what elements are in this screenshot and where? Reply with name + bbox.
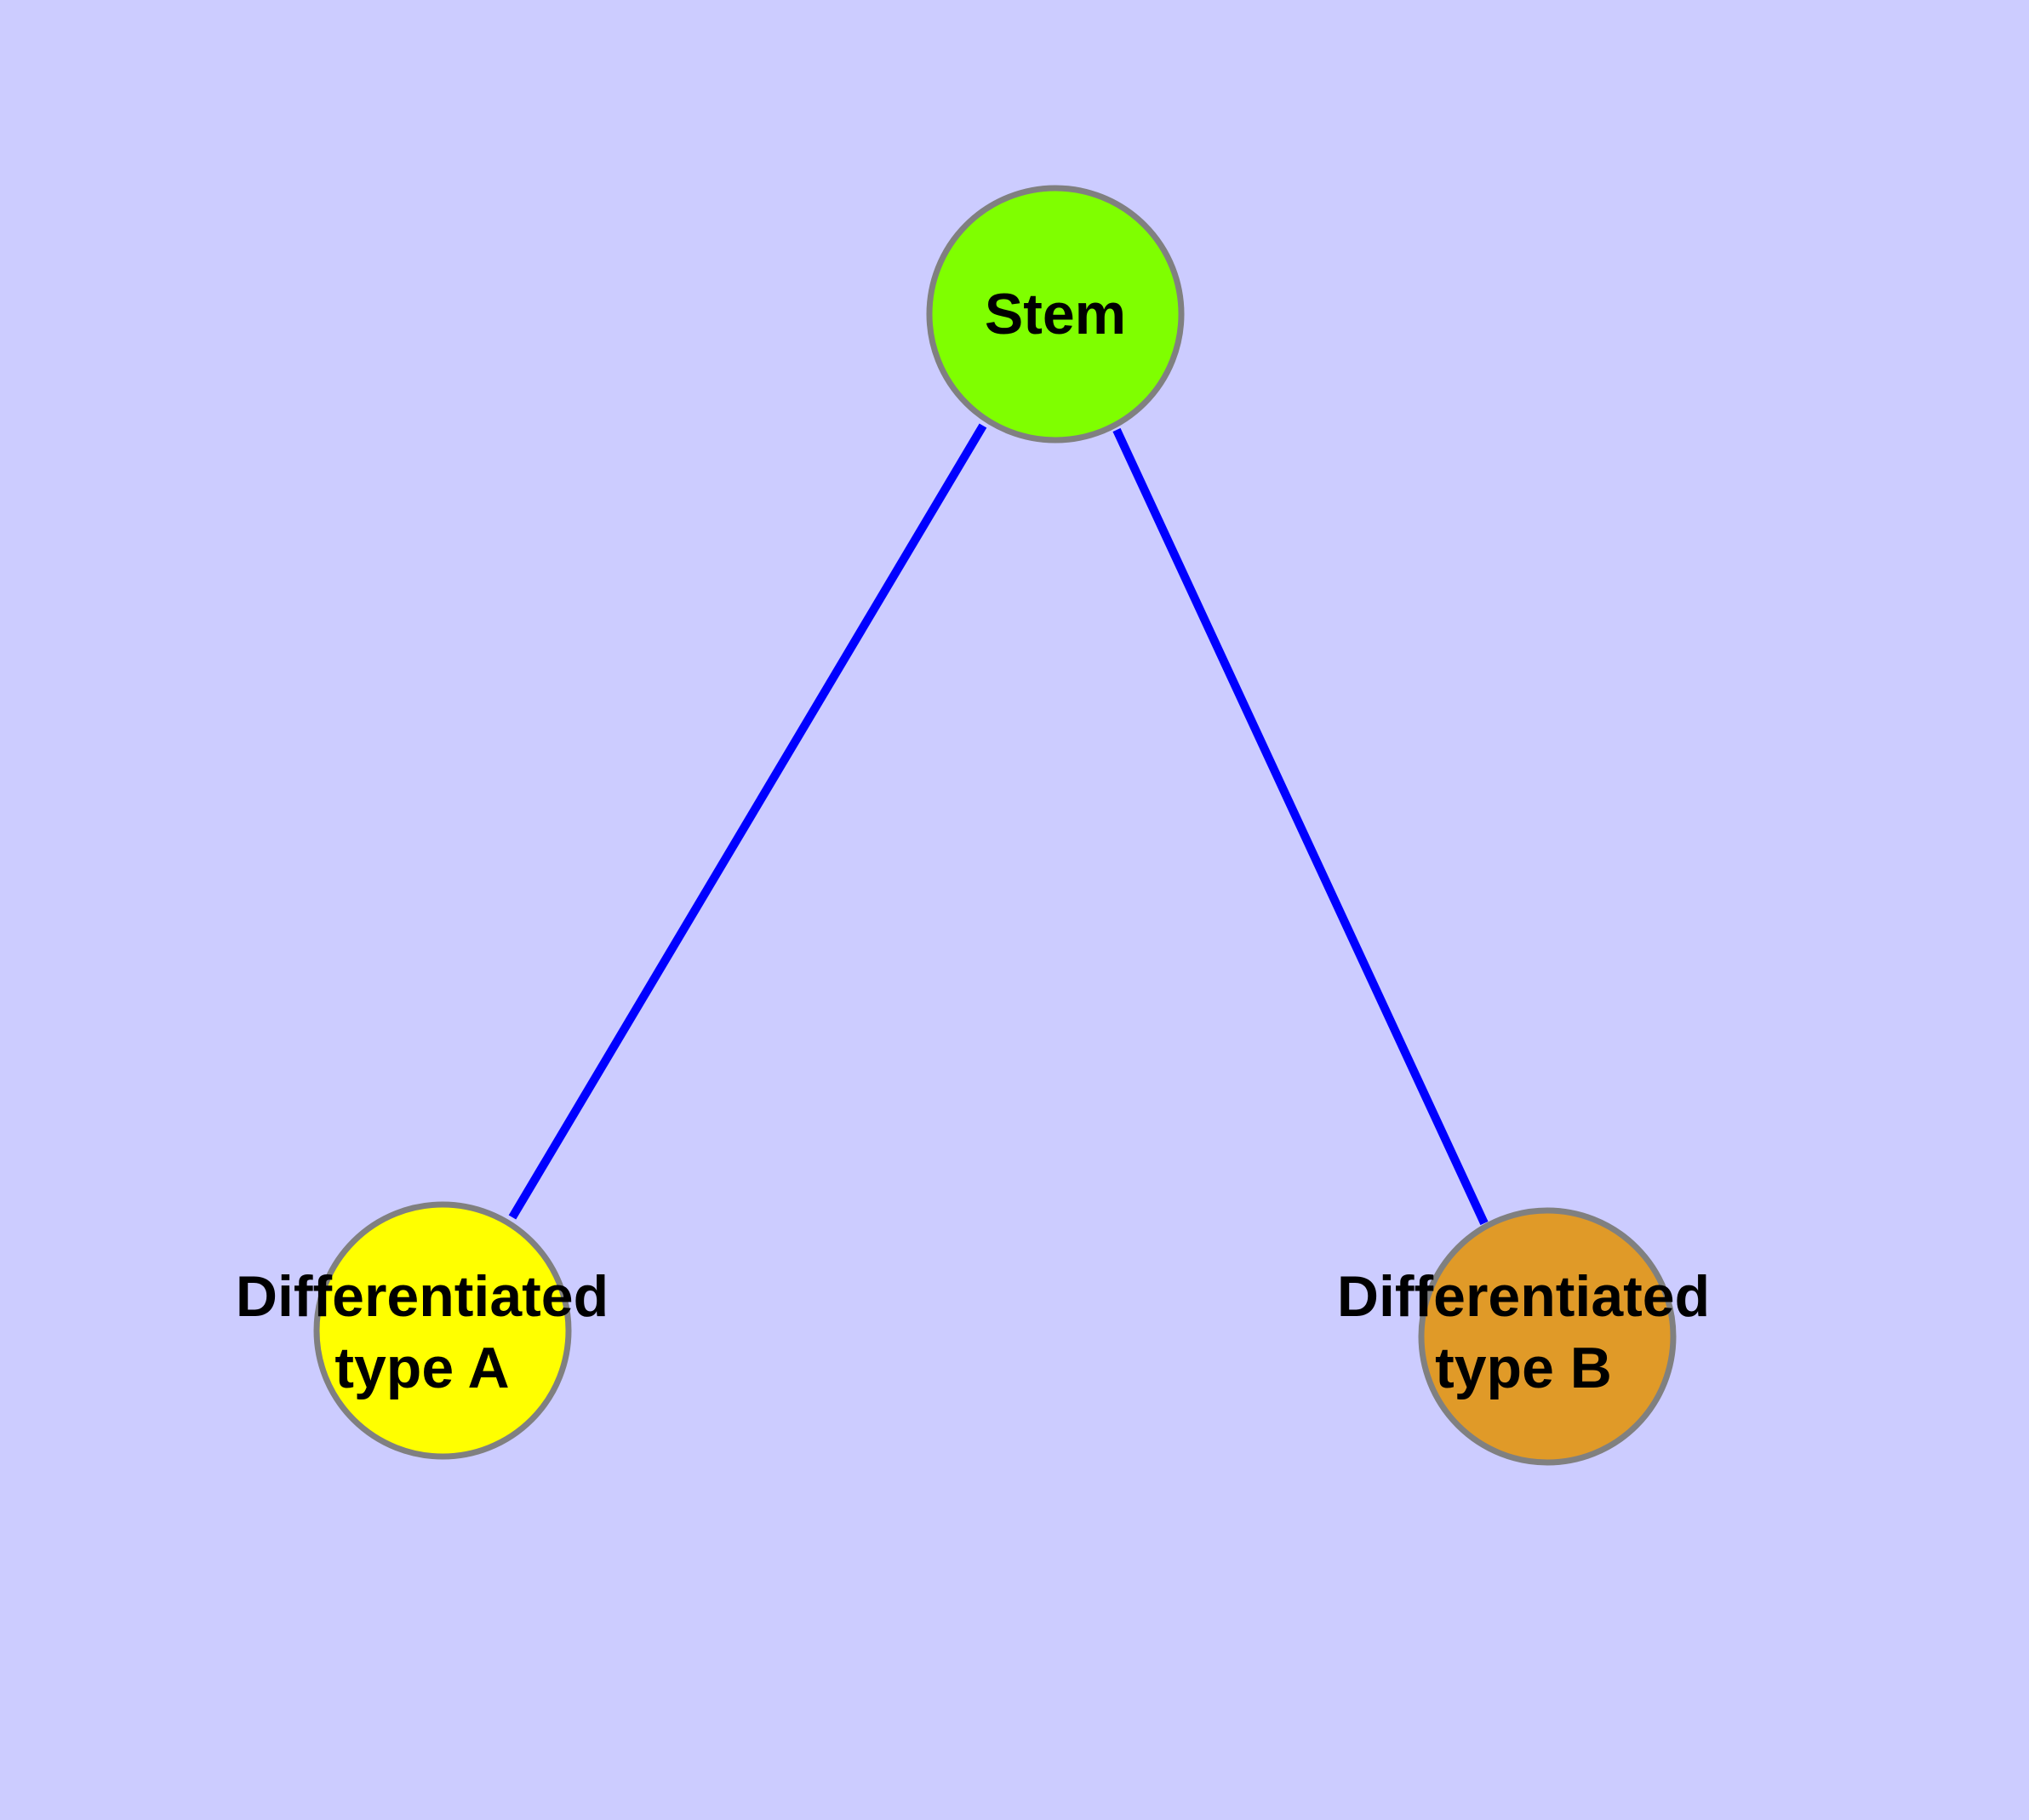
- node-stem-circle[interactable]: [926, 185, 1185, 444]
- edge-stem-to-type-a: [508, 423, 987, 1220]
- edge-stem-to-type-b: [1112, 427, 1489, 1226]
- node-layer: [313, 185, 1677, 1466]
- edge-layer: [508, 423, 1489, 1226]
- node-differentiated-type-a-circle[interactable]: [313, 1201, 572, 1460]
- node-differentiated-type-b-circle[interactable]: [1418, 1207, 1677, 1466]
